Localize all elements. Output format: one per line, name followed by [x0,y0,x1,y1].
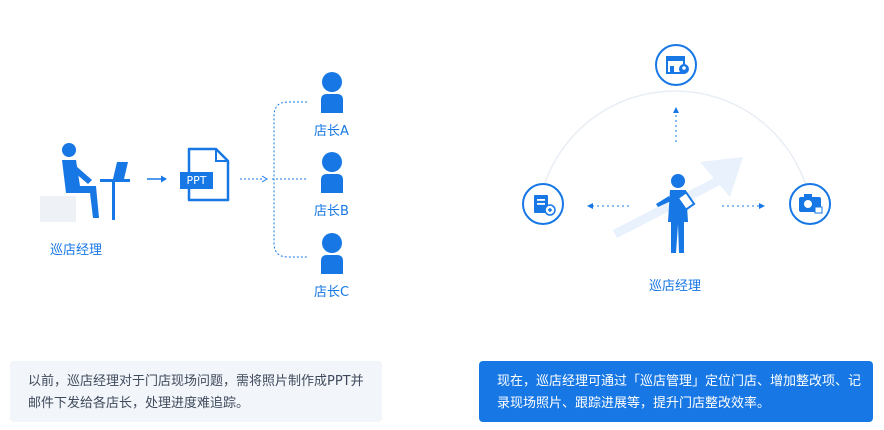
store-manager-a-label: 店长A [314,124,349,139]
distribution-lines [240,101,307,258]
caption-after: 现在，巡店经理可通过「巡店管理」定位门店、增加整改项、记录现场照片、跟踪进展等，… [479,361,873,422]
store-manager-c-icon [321,233,343,274]
manager-at-desk-icon [40,143,130,222]
ppt-file-icon [180,147,230,202]
manager-label-after: 巡店经理 [649,279,702,294]
caption-before: 以前，巡店经理对于门店现场问题，需将照片制作成PPT并邮件下发给各店长，处理进度… [10,361,382,422]
camera-photo-icon [789,183,831,225]
manager-with-tablet-icon [656,174,696,253]
growth-arrow-decoration [613,157,743,238]
add-rectification-icon [522,183,564,225]
store-manager-a-icon [321,72,343,113]
orbit-arc [540,90,810,197]
top-dotted-arrow [673,107,679,142]
store-manager-b-icon [321,152,343,193]
store-manager-c-label: 店长C [314,285,350,300]
right-dotted-arrow [722,203,765,209]
store-manager-b-label: 店长B [314,204,349,219]
arrow-to-ppt [147,175,167,183]
store-location-icon [655,44,697,86]
left-dotted-arrow [587,203,629,209]
manager-label-before: 巡店经理 [50,243,103,258]
ppt-file-label: PPT [186,174,207,187]
